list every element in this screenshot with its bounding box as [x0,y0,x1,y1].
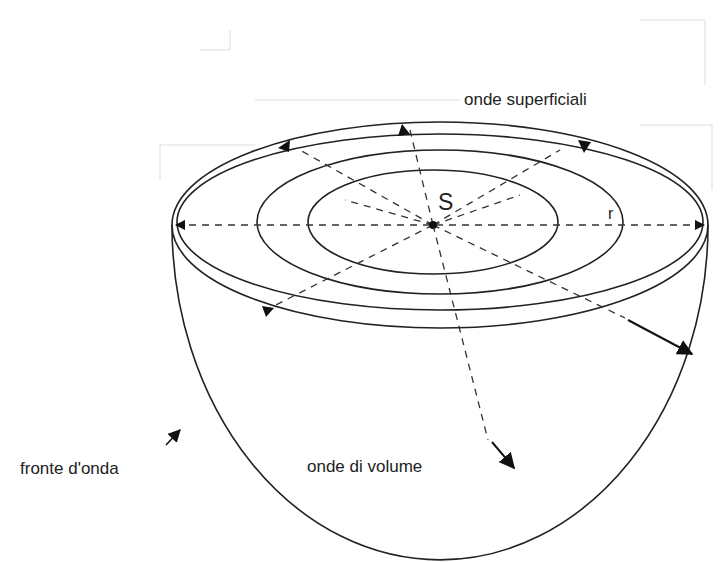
source-label: S [438,190,453,215]
radius-label: r [606,205,615,223]
body-waves-label: onde di volume [305,458,424,477]
wavefront-label: fronte d'onda [20,460,119,479]
surface-waves-label: onde superficiali [462,91,589,110]
